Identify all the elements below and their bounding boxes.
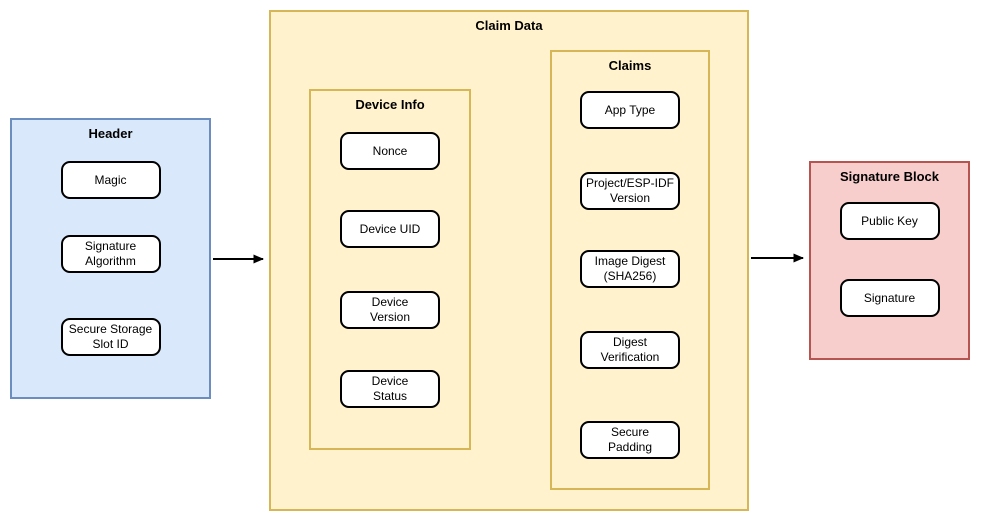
group-header: Header Magic Signature Algorithm Secure … (10, 118, 211, 399)
node-device-uid: Device UID (340, 210, 440, 248)
node-secure-storage-slot-id: Secure Storage Slot ID (60, 318, 161, 356)
node-project-esp-idf-version: Project/ESP-IDF Version (580, 172, 680, 210)
group-device-info-title: Device Info (355, 97, 425, 112)
group-device-info: Device Info Nonce Device UID Device Vers… (309, 89, 471, 450)
node-app-type: App Type (580, 91, 680, 129)
group-claims-title: Claims (608, 58, 652, 73)
group-claim-data-title: Claim Data (475, 18, 543, 33)
node-digest-verification: Digest Verification (580, 331, 680, 369)
node-device-version: Device Version (340, 291, 440, 329)
node-magic: Magic (60, 161, 161, 199)
group-claim-data: Claim Data Device Info Nonce Device UID … (269, 10, 749, 511)
group-header-title: Header (88, 126, 133, 141)
node-signature-algorithm: Signature Algorithm (60, 235, 161, 273)
node-signature: Signature (839, 279, 940, 317)
group-signature-block: Signature Block Public Key Signature (809, 161, 970, 360)
node-secure-padding: Secure Padding (580, 421, 680, 459)
node-public-key: Public Key (839, 202, 940, 240)
node-image-digest-sha256: Image Digest (SHA256) (580, 250, 680, 288)
group-claims: Claims App Type Project/ESP-IDF Version … (550, 50, 710, 490)
node-device-status: Device Status (340, 370, 440, 408)
group-signature-block-title: Signature Block (840, 169, 939, 184)
node-nonce: Nonce (340, 132, 440, 170)
